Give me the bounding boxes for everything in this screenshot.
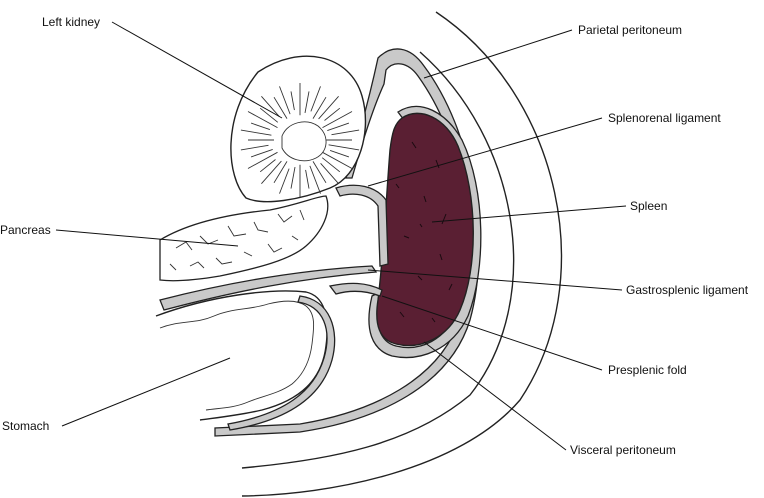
label-presplenic-fold: Presplenic fold <box>608 363 687 377</box>
pancreas-lobules <box>169 209 305 271</box>
kidney-ray <box>310 86 321 112</box>
label-visceral-peritoneum: Visceral peritoneum <box>570 443 676 457</box>
kidney-ray <box>309 165 321 194</box>
kidney-ray <box>250 148 273 158</box>
pancreas-organ <box>159 195 329 282</box>
kidney-ray <box>240 144 269 151</box>
kidney-ray <box>318 96 339 120</box>
kidney-medulla-lines <box>240 83 360 197</box>
kidney-ray <box>322 111 353 128</box>
label-pancreas: Pancreas <box>0 223 51 237</box>
spleen-texture <box>395 141 453 323</box>
kidney-ray <box>312 161 327 184</box>
kidney-ray <box>273 96 288 119</box>
leader-presplenic-fold <box>381 295 603 371</box>
kidney-ray <box>250 122 271 131</box>
kidney-ray <box>321 157 341 173</box>
splenorenal-ligament-shape <box>335 184 389 267</box>
kidney-ray <box>273 161 288 184</box>
leader-left-kidney <box>111 21 283 119</box>
kidney-ray <box>279 86 291 115</box>
leader-parietal-peritoneum <box>423 29 573 79</box>
label-splenorenal-ligament: Splenorenal ligament <box>608 111 721 125</box>
leader-spleen <box>431 205 627 223</box>
kidney-ray <box>259 107 279 123</box>
leader-stomach <box>61 357 231 427</box>
label-parietal-peritoneum: Parietal peritoneum <box>578 23 682 37</box>
leader-gastrosplenic-ligament <box>367 269 623 291</box>
leader-pancreas <box>55 229 239 247</box>
kidney-ray <box>320 163 339 184</box>
spleen-organ <box>376 112 474 347</box>
kidney-ray <box>247 111 278 128</box>
left-kidney-organ <box>230 55 367 203</box>
leader-splenorenal-ligament <box>367 117 603 187</box>
kidney-ray <box>247 151 278 169</box>
label-left-kidney: Left kidney <box>42 15 100 29</box>
kidney-ray <box>322 151 353 169</box>
gastrosplenic-ligament-lower <box>328 282 383 297</box>
kidney-ray <box>331 129 360 136</box>
body-wall-outer <box>241 11 563 497</box>
label-stomach: Stomach <box>2 419 49 433</box>
kidney-ray <box>290 91 295 111</box>
kidney-ray <box>328 144 360 151</box>
kidney-ray <box>279 168 290 194</box>
kidney-ray <box>261 160 282 184</box>
gastrosplenic-ligament-shape <box>159 265 378 311</box>
label-gastrosplenic-ligament: Gastrosplenic ligament <box>626 283 749 297</box>
kidney-pelvis <box>281 121 327 162</box>
kidney-ray <box>312 96 327 119</box>
body-wall-inner <box>241 51 515 469</box>
kidney-ray <box>304 91 310 113</box>
leader-visceral-peritoneum <box>423 341 567 451</box>
kidney-ray <box>240 129 272 136</box>
label-spleen: Spleen <box>630 199 667 213</box>
stomach-wall-fold <box>227 295 336 431</box>
kidney-ray <box>261 96 280 117</box>
kidney-ray <box>290 167 296 189</box>
kidney-ray <box>327 122 350 132</box>
kidney-ray <box>305 169 310 189</box>
stomach-rugae <box>159 300 315 411</box>
leader-lines <box>55 21 627 451</box>
kidney-ray <box>259 159 276 173</box>
kidney-ray <box>329 149 350 158</box>
kidney-ray <box>324 107 341 121</box>
